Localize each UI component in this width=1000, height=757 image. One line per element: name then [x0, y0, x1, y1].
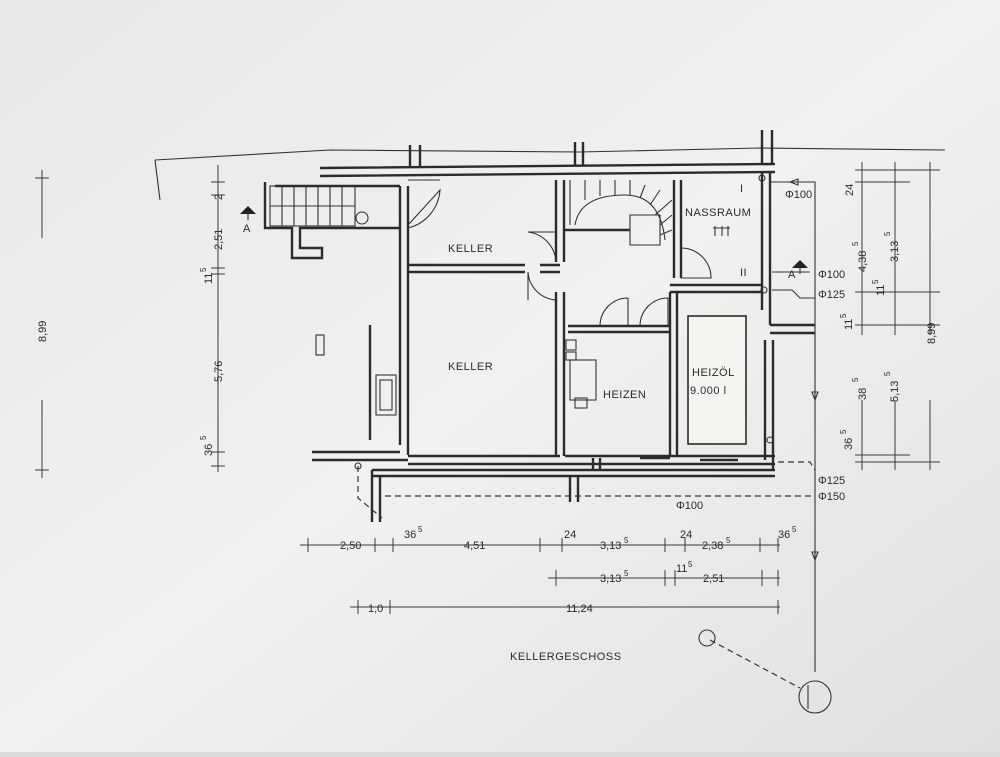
svg-text:8,99: 8,99	[926, 323, 938, 344]
svg-text:3,13: 3,13	[600, 540, 621, 552]
svg-text:5,76: 5,76	[213, 361, 225, 382]
svg-text:11: 11	[875, 285, 887, 296]
svg-text:2,51: 2,51	[213, 229, 225, 250]
svg-text:38: 38	[857, 388, 869, 400]
svg-text:24: 24	[680, 529, 692, 541]
svg-text:11: 11	[676, 563, 687, 575]
stair-spiral	[569, 180, 673, 246]
svg-text:2: 2	[213, 194, 225, 200]
svg-text:8,99: 8,99	[37, 321, 49, 342]
room-label-nassraum: NASSRAUM	[685, 207, 751, 219]
pipe-label-1: Φ100	[785, 189, 812, 201]
svg-text:5: 5	[418, 525, 423, 534]
svg-text:3,13: 3,13	[600, 573, 621, 585]
svg-text:5: 5	[871, 279, 880, 284]
right-dimensions: 24 4,38 5 3,13 5 11 5 11 5 38 5 5,13 5 3…	[839, 162, 940, 470]
svg-text:5: 5	[199, 267, 208, 272]
svg-text:5: 5	[839, 313, 848, 318]
svg-text:5: 5	[851, 377, 860, 382]
svg-text:4,38: 4,38	[857, 251, 869, 272]
svg-text:5: 5	[624, 569, 629, 578]
room-label-heizoel: HEIZÖL	[692, 367, 735, 379]
bottom-dimensions: 2,50 36 5 4,51 24 3,13 5 24 2,38 5 36 5 …	[300, 525, 797, 615]
section-marker-right: A	[788, 260, 808, 281]
pipe-label-2: Φ100	[818, 269, 845, 281]
roman-marker-two: II	[740, 267, 747, 279]
pipe-label-4: Φ125	[818, 475, 845, 487]
svg-text:5: 5	[726, 536, 731, 545]
svg-text:36: 36	[203, 444, 215, 456]
doors	[407, 179, 712, 327]
pipe-label-5: Φ150	[818, 491, 845, 503]
svg-text:5: 5	[688, 560, 693, 569]
svg-text:36: 36	[404, 529, 416, 541]
svg-text:36: 36	[778, 529, 790, 541]
svg-text:11: 11	[203, 273, 215, 284]
svg-text:5: 5	[883, 371, 892, 376]
svg-text:5: 5	[839, 429, 848, 434]
svg-text:A: A	[788, 269, 796, 281]
pipe-label-3: Φ125	[818, 289, 845, 301]
plan-title: KELLERGESCHOSS	[510, 651, 622, 663]
svg-text:24: 24	[564, 529, 576, 541]
svg-text:1,0: 1,0	[368, 603, 383, 615]
svg-text:11: 11	[843, 319, 855, 330]
svg-text:5,13: 5,13	[889, 381, 901, 402]
room-label-keller-lower: KELLER	[448, 361, 493, 373]
left-dimensions: 8,99 2,51 5,76 36 5 11 5 2	[35, 165, 225, 478]
room-label-keller-upper: KELLER	[448, 243, 493, 255]
terrain-edge	[154, 159, 161, 201]
terrain-line	[154, 147, 946, 161]
svg-text:11,24: 11,24	[566, 603, 593, 615]
svg-text:5: 5	[883, 231, 892, 236]
svg-text:5: 5	[199, 435, 208, 440]
svg-text:A: A	[243, 223, 251, 235]
svg-text:24: 24	[844, 184, 856, 196]
svg-text:5: 5	[624, 536, 629, 545]
svg-text:2,51: 2,51	[703, 573, 724, 585]
oil-tank	[687, 315, 747, 445]
svg-text:5: 5	[792, 525, 797, 534]
stair-left	[269, 185, 369, 227]
roman-marker-one: I	[740, 183, 744, 195]
pipe-label-6: Φ100	[676, 500, 703, 512]
section-marker-left: A	[240, 206, 256, 235]
svg-text:3,13: 3,13	[889, 241, 901, 262]
room-label-heizen: HEIZEN	[603, 389, 646, 401]
svg-text:36: 36	[843, 438, 855, 450]
svg-text:2,50: 2,50	[340, 540, 361, 552]
svg-text:2,38: 2,38	[702, 540, 723, 552]
svg-text:4,51: 4,51	[464, 540, 485, 552]
svg-text:5: 5	[851, 241, 860, 246]
room-label-heizoel-volume: 9.000 l	[690, 385, 727, 397]
fixtures	[315, 226, 747, 470]
drain-pipes	[354, 174, 832, 714]
